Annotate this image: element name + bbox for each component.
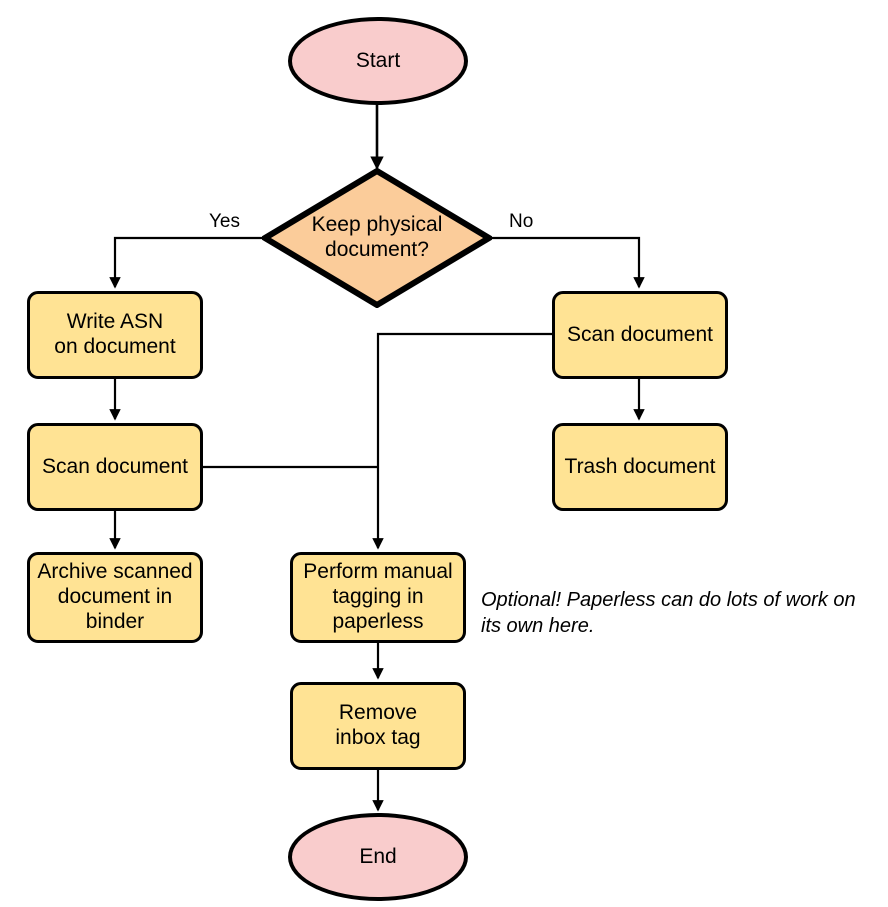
node-archive-scanned-document[interactable]: Archive scanned document in binder <box>27 552 203 643</box>
node-perform-manual-tagging[interactable]: Perform manual tagging in paperless <box>290 552 466 643</box>
node-scan-document-right[interactable]: Scan document <box>552 291 728 379</box>
node-archive-scanned-document-label: Archive scanned document in binder <box>37 560 193 633</box>
node-remove-inbox-tag-label: Remove inbox tag <box>335 701 421 749</box>
node-end[interactable]: End <box>288 813 468 901</box>
node-keep-physical-document[interactable]: Keep physical document? <box>262 168 492 308</box>
node-perform-manual-tagging-label: Perform manual tagging in paperless <box>303 560 453 633</box>
node-keep-physical-document-label: Keep physical document? <box>311 213 443 261</box>
node-start-label: Start <box>355 48 401 72</box>
node-start[interactable]: Start <box>288 17 468 105</box>
node-scan-document-left-label: Scan document <box>42 454 188 478</box>
node-scan-document-right-label: Scan document <box>567 322 713 346</box>
node-end-label: End <box>359 844 397 868</box>
edge-decision-no-to-scan-right <box>490 236 645 289</box>
annotation-optional-note: Optional! Paperless can do lots of work … <box>481 589 856 637</box>
node-remove-inbox-tag[interactable]: Remove inbox tag <box>290 682 466 770</box>
node-trash-document-label: Trash document <box>564 454 716 478</box>
edge-label-yes: Yes <box>209 211 240 232</box>
node-trash-document[interactable]: Trash document <box>552 423 728 511</box>
node-write-asn-label: Write ASN on document <box>54 310 176 358</box>
edge-decision-yes-to-write-asn <box>109 236 264 289</box>
edge-label-no: No <box>509 211 534 232</box>
node-scan-document-left[interactable]: Scan document <box>27 423 203 511</box>
diamond-shape <box>262 168 492 308</box>
node-write-asn[interactable]: Write ASN on document <box>27 291 203 379</box>
edge-scan-right-to-manual-tagging <box>372 332 552 550</box>
